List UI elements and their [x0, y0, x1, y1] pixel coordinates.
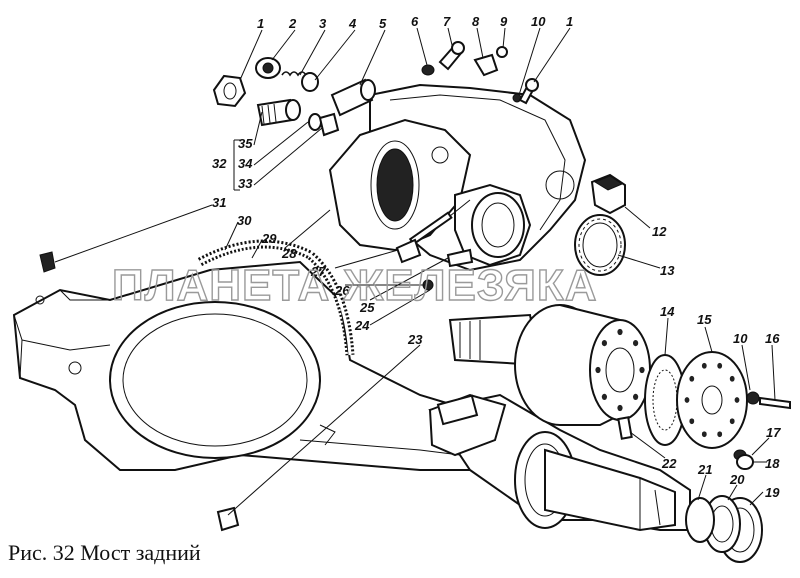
callout-30: 30	[237, 213, 252, 228]
callout-1b: 1	[566, 14, 573, 29]
leader-lines	[54, 27, 776, 516]
housing-gasket	[197, 239, 355, 356]
callout-21: 21	[697, 462, 712, 477]
bolt-hole	[633, 393, 639, 401]
bolt-hole	[717, 431, 723, 438]
differential-carrier	[328, 83, 587, 272]
small-parts	[39, 41, 539, 532]
callout-31: 31	[212, 195, 226, 210]
bolt-hole	[684, 397, 690, 403]
bolt-hole	[701, 431, 707, 438]
callout-9: 9	[500, 14, 508, 29]
bolt-hole	[717, 362, 723, 369]
callout-8: 8	[472, 14, 480, 29]
callout-6: 6	[411, 14, 419, 29]
callout-2: 2	[288, 16, 297, 31]
callout-3: 3	[319, 16, 327, 31]
axle-housing	[12, 260, 542, 471]
flange-holes	[684, 362, 740, 438]
bolt-hole	[639, 366, 645, 374]
callout-33: 33	[238, 176, 253, 191]
callout-20: 20	[729, 472, 745, 487]
callout-13: 13	[660, 263, 675, 278]
bolt-hole	[729, 418, 735, 425]
bolt-hole	[689, 418, 695, 425]
axle-spindle	[319, 393, 691, 532]
callout-10: 10	[531, 14, 546, 29]
callout-19: 19	[765, 485, 780, 500]
callout-7: 7	[443, 14, 451, 29]
callout-25: 25	[359, 300, 375, 315]
callout-27: 27	[310, 264, 326, 279]
bolt-hole	[595, 366, 601, 374]
bolt-hole	[617, 404, 623, 412]
callout-29: 29	[261, 231, 277, 246]
bolt-hole	[601, 393, 608, 401]
callout-12: 12	[652, 224, 667, 239]
callout-5: 5	[379, 16, 387, 31]
watermark-text: ПЛАНЕТА ЖЕЛЕЗЯКА	[112, 261, 598, 310]
bolt-hole	[617, 328, 623, 336]
bolt-hole	[729, 375, 735, 382]
callout-17: 17	[766, 425, 781, 440]
callout-22: 22	[661, 456, 677, 471]
callout-labels: 1 2 3 4 5 6 7 8 9 10 1 12 13 14 15 10 16…	[212, 14, 781, 500]
bolt-hole	[701, 362, 707, 369]
callout-35: 35	[238, 136, 253, 151]
bolt-hole	[601, 339, 608, 347]
callout-28: 28	[281, 246, 297, 261]
callout-16: 16	[765, 331, 780, 346]
callout-18: 18	[765, 456, 780, 471]
callout-1: 1	[257, 16, 264, 31]
bolt-hole	[734, 397, 740, 403]
callout-32: 32	[212, 156, 227, 171]
callout-23: 23	[407, 332, 423, 347]
pinion-assembly	[448, 173, 791, 563]
callout-10b: 10	[733, 331, 748, 346]
callout-34: 34	[238, 156, 253, 171]
bolt-hole	[633, 339, 639, 347]
callout-24: 24	[354, 318, 370, 333]
callout-14: 14	[660, 304, 675, 319]
figure-caption: Рис. 32 Мост задний	[8, 540, 201, 565]
bolt-hole	[689, 375, 695, 382]
callout-26: 26	[334, 283, 350, 298]
flange-bolt-holes	[595, 328, 645, 412]
callout-4: 4	[348, 16, 357, 31]
callout-15: 15	[697, 312, 712, 327]
